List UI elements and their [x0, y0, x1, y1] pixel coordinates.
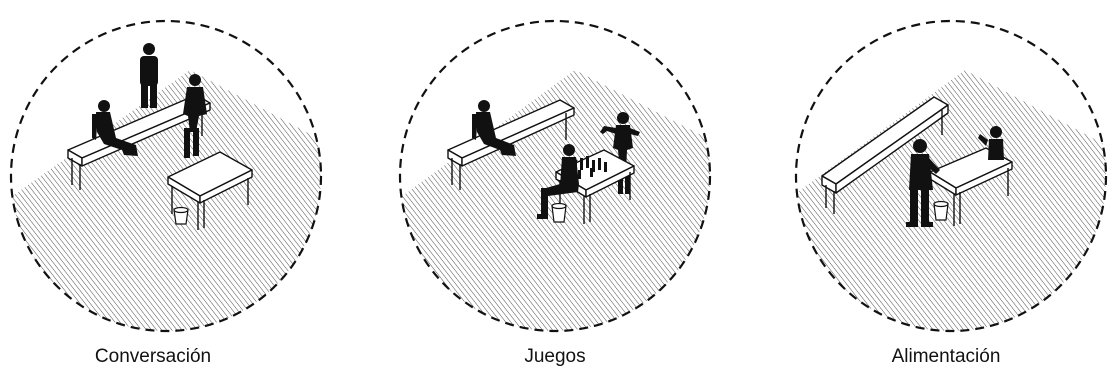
bench	[821, 96, 949, 214]
panel-caption: Juegos	[524, 346, 585, 367]
seated-person-icon	[92, 100, 138, 156]
seated-child-icon	[537, 144, 579, 219]
standing-person-icon	[906, 139, 940, 227]
zone-boundary	[794, 19, 1108, 333]
bench	[447, 99, 575, 190]
standing-person-icon	[183, 74, 207, 158]
seated-person-icon	[472, 100, 516, 156]
panel-games: Juegos	[398, 19, 712, 367]
hatched-floor	[11, 70, 321, 331]
seated-child-icon	[978, 126, 1004, 160]
panel-caption: Alimentación	[892, 346, 1001, 367]
standing-person-icon	[140, 43, 158, 108]
bucket-icon	[551, 202, 567, 223]
child-icon	[600, 112, 640, 194]
small-table	[167, 151, 253, 230]
panel-food: Alimentación	[794, 19, 1108, 367]
panel-conversation: Conversación	[9, 19, 323, 367]
bucket-icon	[933, 200, 949, 221]
bucket-icon	[173, 206, 189, 225]
zone-boundary	[9, 19, 323, 333]
zone-boundary	[398, 19, 712, 333]
panel-caption: Conversación	[95, 346, 211, 367]
